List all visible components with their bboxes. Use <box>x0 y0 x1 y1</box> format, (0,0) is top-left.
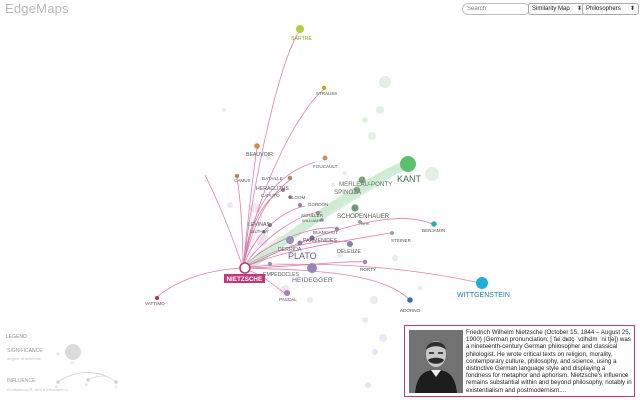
label-blanchot: BLANCHOT <box>313 230 338 235</box>
label-bloom: BLOOM <box>289 195 306 200</box>
label-wittgenstein: WITTGENSTEIN <box>457 292 510 299</box>
label-nietzsche: NIETZSCHE <box>227 276 263 283</box>
label-empedocles: EMPEDOCLES <box>263 272 300 278</box>
nodes <box>155 25 488 303</box>
legend-significance-label: SIGNIFICANCE <box>7 348 43 354</box>
label-camus: CAMUS <box>234 178 251 183</box>
legend-significance-value: 25 <box>70 360 75 365</box>
category-select[interactable]: Philosophers ⬍ <box>582 3 639 15</box>
label-foucault: FOUCAULT <box>313 164 338 169</box>
label-spinoza: SPINOZA <box>334 189 362 196</box>
label-gordon: GORDON <box>308 202 328 207</box>
legend-influence-label: INFLUENCE <box>7 378 36 384</box>
label-rorty: RORTY <box>360 267 376 272</box>
biography-text: Friedrich Wilhelm Nietzsche (October 15,… <box>466 329 632 394</box>
legend-significance-graphic <box>56 344 81 360</box>
influence-edges <box>155 29 481 301</box>
wittgenstein-node <box>476 277 488 289</box>
label-plato: PLATO <box>288 251 317 261</box>
selected-node-label[interactable]: NIETZSCHE <box>224 274 265 283</box>
chevron-down-icon: ⬍ <box>576 6 582 12</box>
label-beauvoir: BEAUVOIR <box>246 152 273 158</box>
label-schopenhauer: SCHOPENHAUER <box>337 213 390 220</box>
node-labels: SARTRE STRAUSS BEAUVOIR FOUCAULT CAMUS B… <box>145 36 510 313</box>
label-heraclitus: HERACLITUS <box>256 186 289 192</box>
legend: LEGEND SIGNIFICANCE degree of influence … <box>5 332 135 398</box>
label-dilthey: DILTHEY <box>250 229 269 234</box>
category-select-value: Philosophers <box>586 6 621 12</box>
label-strauss: STRAUSS <box>316 91 337 96</box>
label-benjamin: BENJAMIN <box>422 228 445 233</box>
portrait-image <box>409 330 463 393</box>
label-caputo: CAPUTO <box>261 193 280 198</box>
label-adorno: ADORNO <box>400 308 421 313</box>
kant-node <box>400 156 416 172</box>
legend-title: LEGEND <box>6 334 27 340</box>
legend-node-b: B <box>85 382 88 387</box>
label-schiller: SCHILLER <box>301 213 324 218</box>
label-vattimo: VATTIMO <box>145 301 165 306</box>
label-levinas: LEVINAS <box>248 222 270 228</box>
legend-influence-graphic <box>56 372 118 384</box>
label-sartre: SARTRE <box>291 36 312 42</box>
view-select-value: Similarity Map <box>532 6 570 12</box>
info-card: Friedrich Wilhelm Nietzsche (October 15,… <box>404 325 635 397</box>
nietzsche-node <box>239 262 251 274</box>
label-bataille: BATAILLE <box>262 176 283 181</box>
label-ghk: GHK <box>361 221 370 226</box>
search-input[interactable] <box>462 3 530 15</box>
app-title: EdgeMaps <box>5 1 69 16</box>
legend-node-c: C <box>115 384 118 389</box>
label-parmenides: PARMENIDES <box>303 238 337 244</box>
label-derrida: DERRIDA <box>278 247 302 253</box>
label-steiner: STEINER <box>391 238 412 243</box>
kant-edge-band <box>247 160 407 269</box>
label-merleau-ponty: MERLEAU-PONTY <box>339 181 392 188</box>
legend-significance-sub: degree of influence <box>7 356 42 361</box>
chevron-down-icon: ⬍ <box>629 6 635 12</box>
legend-node-a: A <box>55 384 58 389</box>
label-deleuze: DELEUZE <box>337 249 361 255</box>
label-kant: KANT <box>397 174 422 184</box>
label-pascal: PASCAL <box>279 297 297 302</box>
label-williams: WILLIAMS <box>302 218 321 223</box>
legend-influence-sub: A influenced B, and B influenced C <box>7 387 69 392</box>
label-heidegger: HEIDEGGER <box>292 277 333 284</box>
